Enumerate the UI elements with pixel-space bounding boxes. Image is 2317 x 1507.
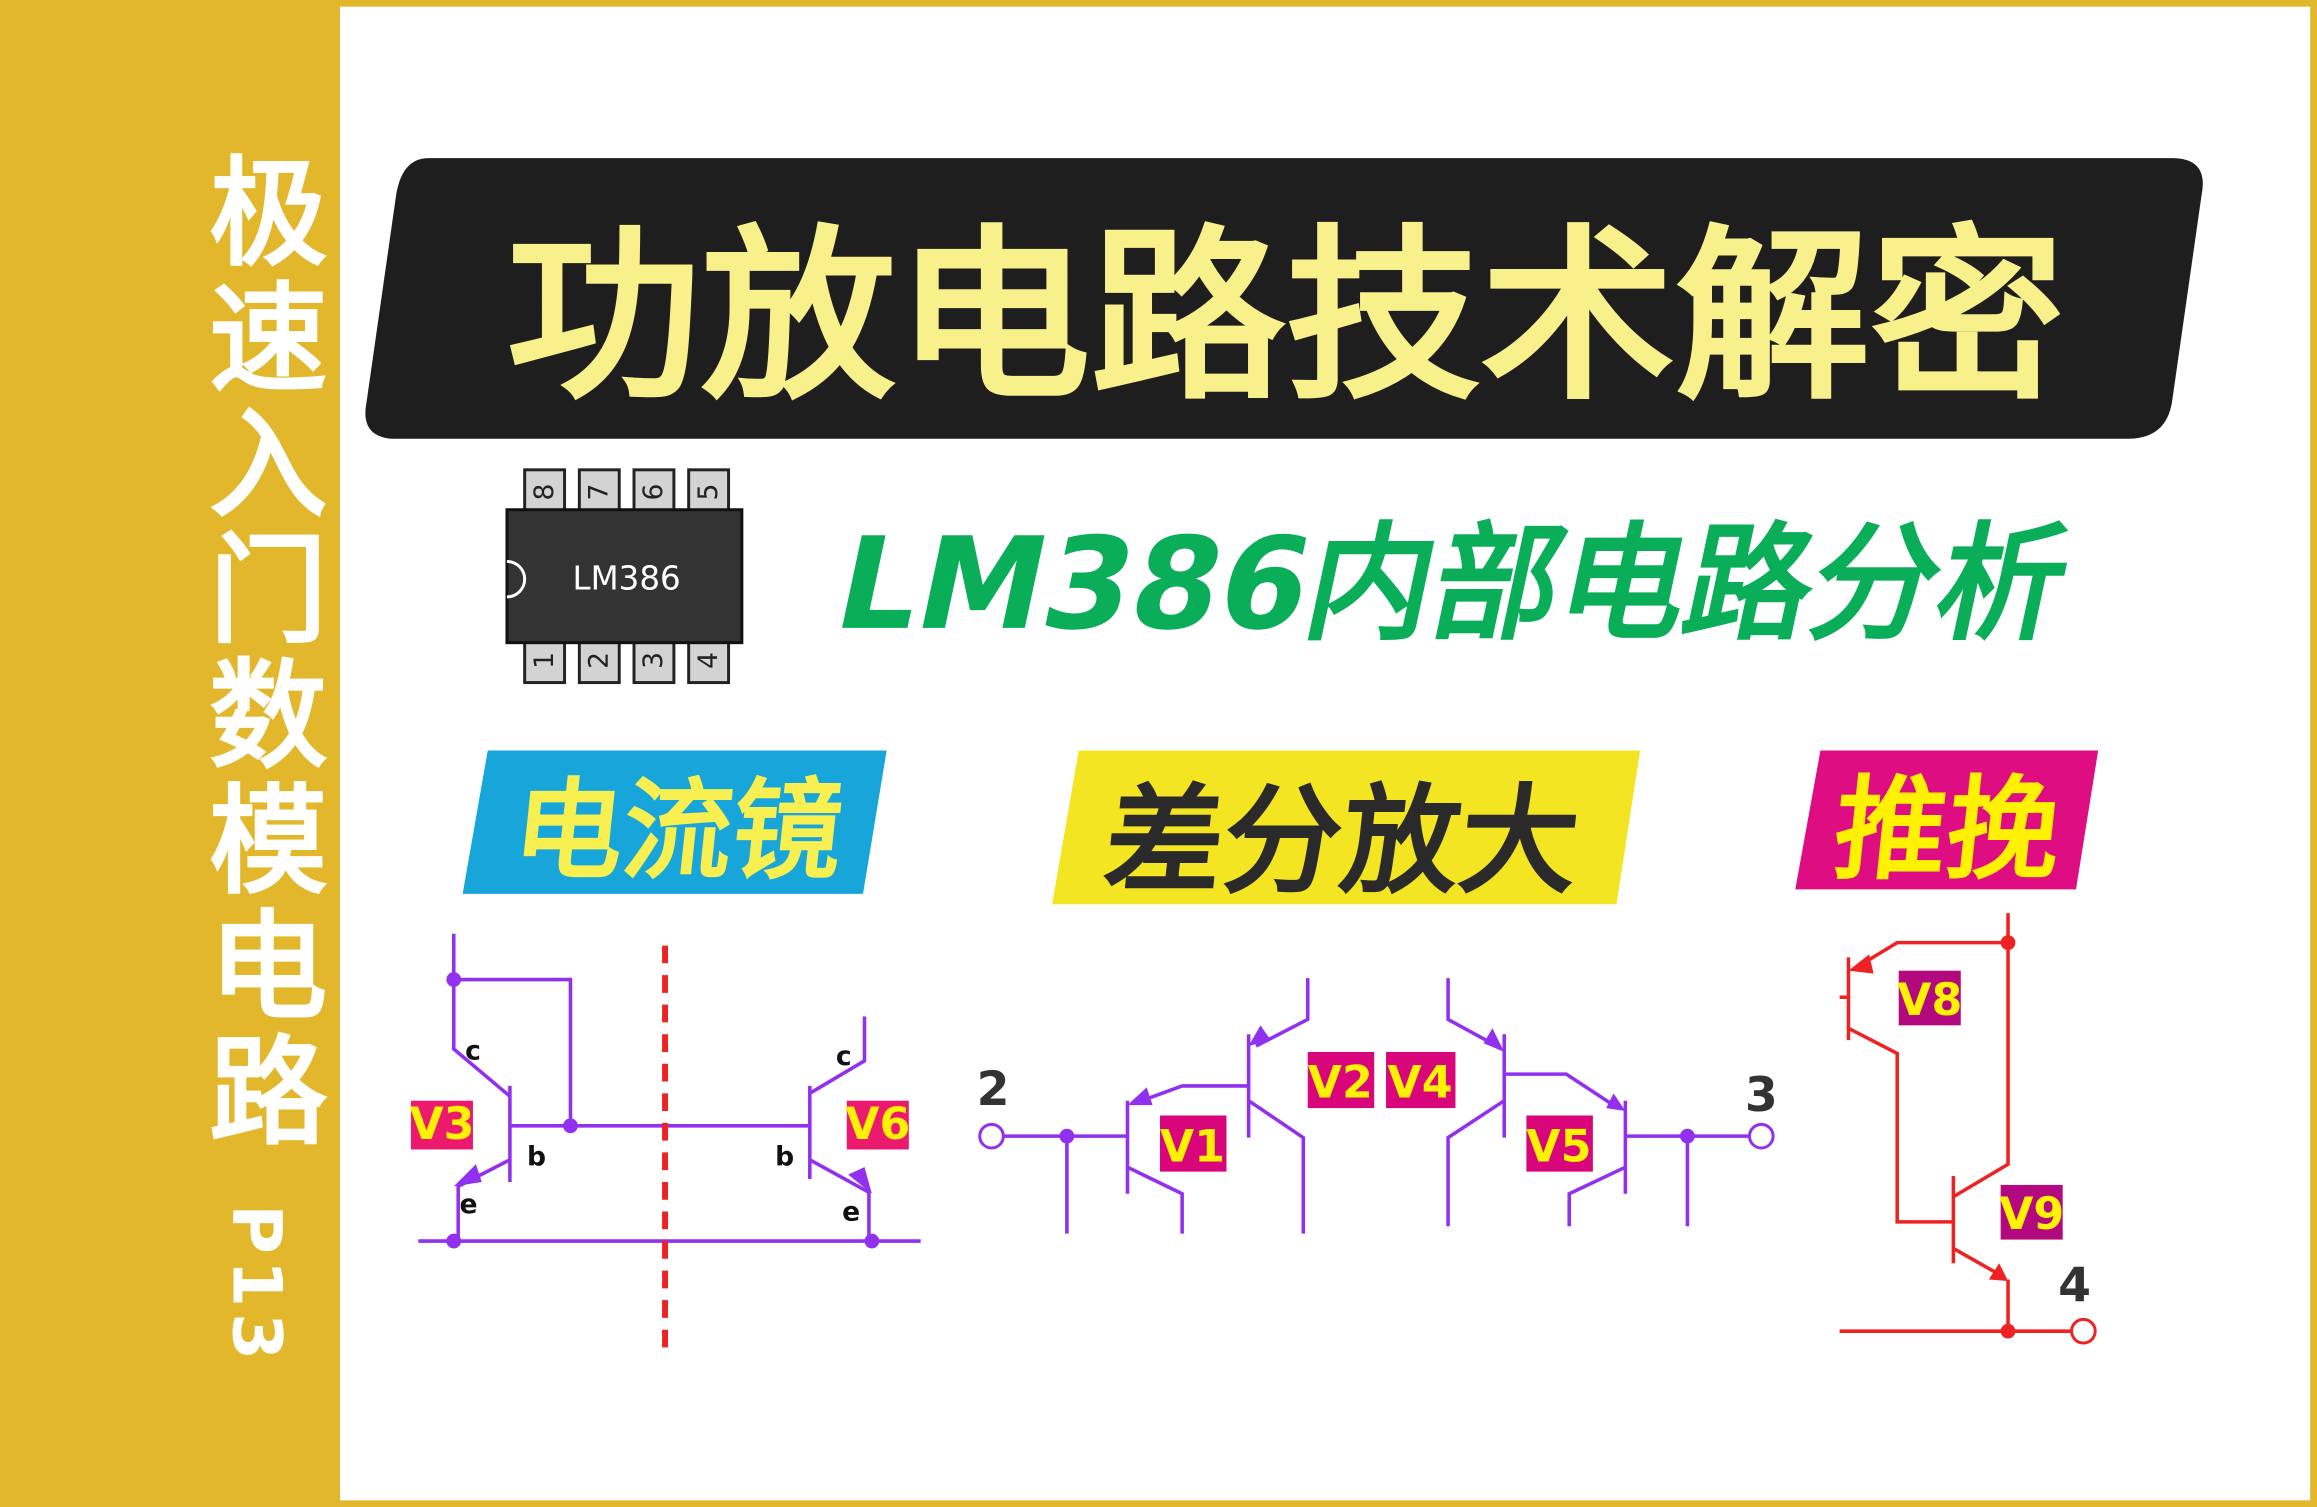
- tag-current-mirror-bg: [462, 750, 887, 894]
- svg-text:7: 7: [583, 484, 614, 501]
- svg-text:1: 1: [529, 652, 560, 669]
- svg-text:c: c: [836, 1041, 852, 1072]
- label-v5: V5: [1526, 1121, 1591, 1172]
- svg-text:c: c: [465, 1035, 481, 1066]
- svg-text:b: b: [527, 1142, 546, 1173]
- label-v9: V9: [1999, 1189, 2064, 1240]
- tag-current-mirror: 电流镜: [507, 767, 848, 895]
- label-v1: V1: [1160, 1121, 1225, 1172]
- tag-differential: 差分放大: [1098, 772, 1585, 910]
- svg-text:e: e: [842, 1196, 860, 1227]
- sidebar: [0, 0, 340, 1507]
- label-v2: V2: [1308, 1058, 1373, 1109]
- tag-push-pull: 推挽: [1828, 764, 2066, 896]
- svg-text:b: b: [775, 1142, 794, 1173]
- label-v3: V3: [409, 1099, 474, 1150]
- svg-text:4: 4: [693, 652, 724, 669]
- svg-text:6: 6: [638, 484, 669, 501]
- current-mirror-circuit: c b e c b e V3 V6: [409, 933, 921, 1348]
- chip-label: LM386: [573, 560, 681, 598]
- differential-amp-circuit: 2 3 V1 V2 V4 V5: [977, 978, 1778, 1234]
- svg-text:5: 5: [693, 484, 724, 501]
- pin-2: 2: [977, 1062, 1010, 1117]
- lm386-chip-icon: 8 7 6 5 1 2 3 4 LM386: [505, 468, 744, 685]
- pin-4: 4: [2058, 1259, 2091, 1314]
- svg-text:3: 3: [638, 652, 669, 669]
- svg-text:8: 8: [529, 484, 560, 501]
- tag-push-pull-bg: [1795, 750, 2099, 890]
- main-title: 功放电路技术解密: [506, 208, 2065, 425]
- title-banner: [365, 158, 2203, 439]
- tag-differential-bg: [1052, 750, 1641, 905]
- label-v4: V4: [1387, 1058, 1452, 1109]
- label-v6: V6: [845, 1099, 910, 1150]
- svg-text:e: e: [460, 1189, 478, 1220]
- label-v8: V8: [1897, 975, 1962, 1026]
- subtitle: LM386内部电路分析: [824, 511, 2082, 658]
- push-pull-circuit: 4 V8 V9: [1839, 913, 2097, 1345]
- series-title: 极速入门数模电路: [190, 151, 328, 1156]
- part-number: P13: [217, 1204, 296, 1366]
- svg-text:2: 2: [583, 652, 614, 669]
- pin-3: 3: [1745, 1068, 1778, 1123]
